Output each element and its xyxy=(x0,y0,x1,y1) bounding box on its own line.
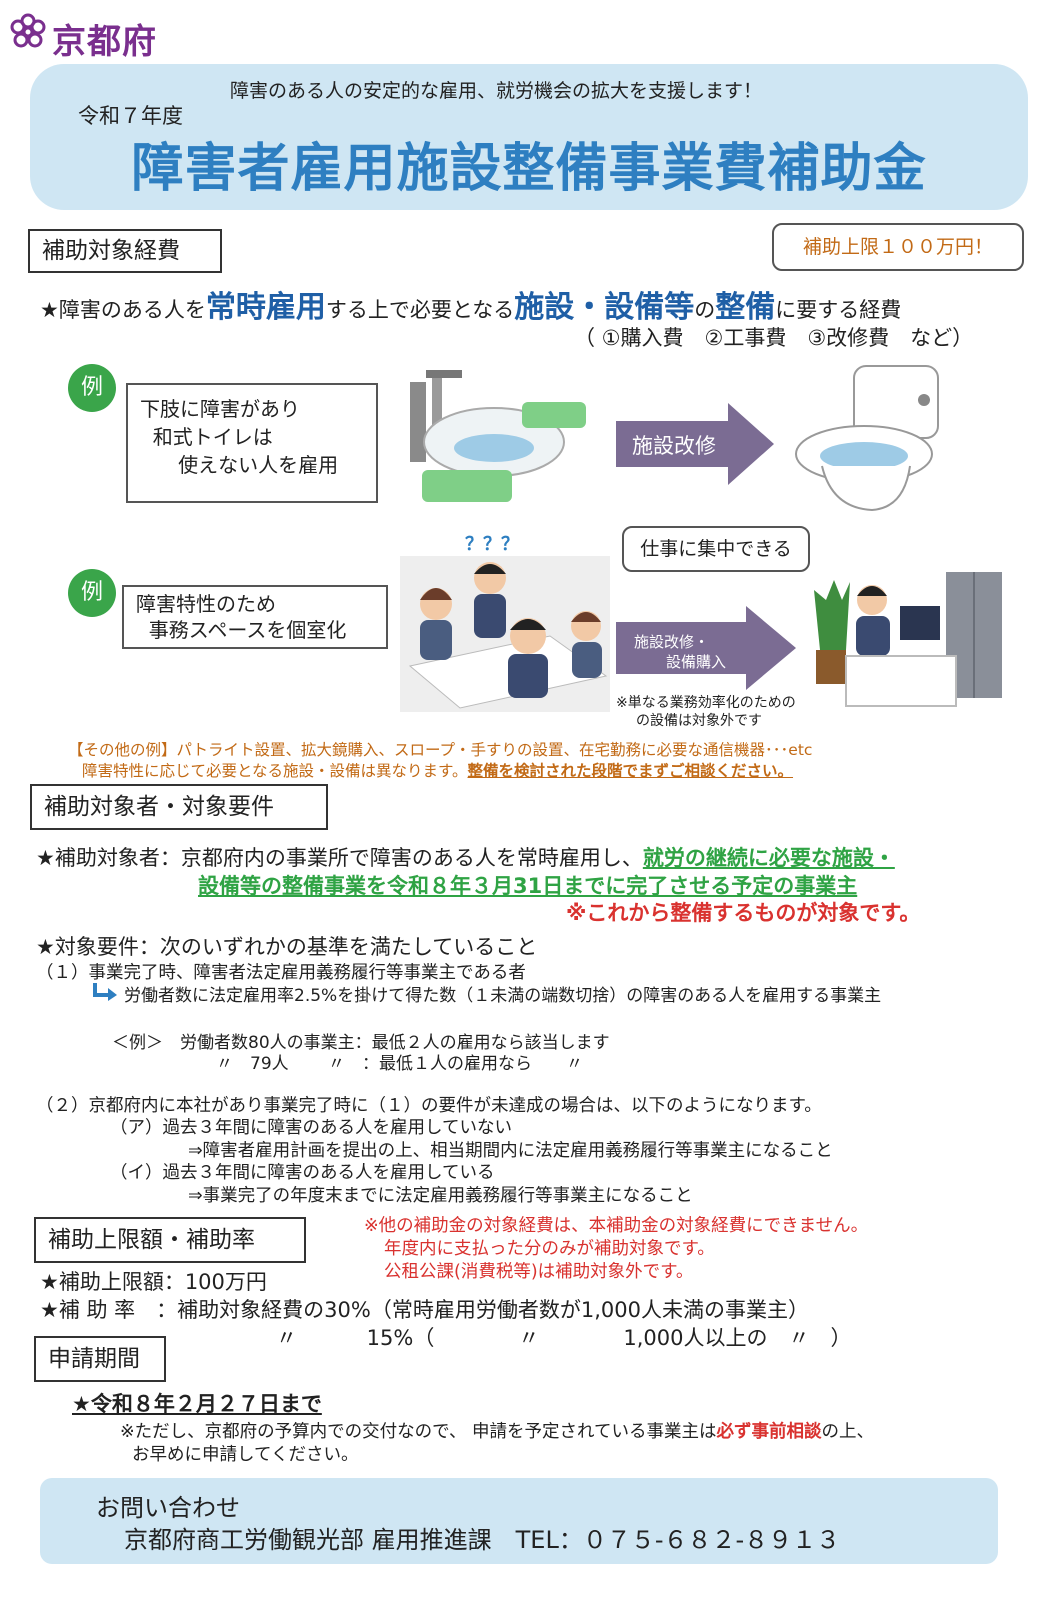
section-heading-period: 申請期間 xyxy=(34,1336,166,1382)
limit-note-2: 年度内に支払った分のみが補助対象です。 xyxy=(384,1239,715,1259)
speech-bubble: 仕事に集中できる xyxy=(622,526,810,572)
squat-toilet-illustration xyxy=(410,370,586,502)
requirement-1-detail: 労働者数に法定雇用率2.5%を掛けて得た数（１未満の端数切捨）の障害のある人を雇… xyxy=(124,986,882,1006)
requirements-title: ★対象要件：次のいずれかの基準を満たしていること xyxy=(36,935,538,959)
kyoto-crest-icon xyxy=(10,13,46,48)
private-office-illustration xyxy=(814,572,1002,707)
exclusion-note-1: ※単なる業務効率化のための xyxy=(616,695,796,711)
western-toilet-illustration xyxy=(795,365,939,512)
example-calc-1: ＜例＞ 労働者数80人の事業主：最低２人の雇用なら該当します xyxy=(112,1033,610,1053)
limit-bubble: 補助上限１００万円！ xyxy=(772,223,1024,271)
limit-note-1: ※他の補助金の対象経費は、本補助金の対象経費にできません。 xyxy=(364,1216,869,1236)
requirement-2b-detail: ⇒事業完了の年度末までに法定雇用義務履行等事業主になること xyxy=(188,1186,693,1206)
kyoto-logo xyxy=(8,12,48,52)
consult-link[interactable]: 整備を検討された段階でまずご相談ください。 xyxy=(467,762,794,780)
rate-line-2: 〃 15%（ 〃 1,000人以上の 〃 ） xyxy=(276,1326,852,1350)
limit-amount: ★補助上限額：100万円 xyxy=(40,1270,267,1294)
requirement-2b: （イ）過去３年間に障害のある人を雇用している xyxy=(110,1163,495,1183)
target-line-2: 設備等の整備事業を令和８年３月31日までに完了させる予定の事業主 xyxy=(198,874,858,898)
exclusion-note-2: の設備は対象外です xyxy=(636,713,762,729)
requirement-1: （１）事業完了時、障害者法定雇用義務履行等事業主である者 xyxy=(36,963,526,983)
example-badge-2: 例 xyxy=(68,569,116,617)
expense-description: ★障害のある人を常時雇用する上で必要となる施設・設備等の整備に要する経費 xyxy=(40,290,902,325)
other-examples: 【その他の例】パトライト設置、拡大鏡購入、スロープ・手すりの設置、在宅勤務に必要… xyxy=(68,741,813,759)
subtitle: 障害のある人の安定的な雇用、就労機会の拡大を支援します！ xyxy=(230,80,763,102)
section-heading-limit-rate: 補助上限額・補助率 xyxy=(34,1217,306,1263)
limit-bubble-text: 補助上限１００万円！ xyxy=(802,236,993,258)
arrow-label-2a: 施設改修・ xyxy=(634,633,710,651)
fiscal-year: 令和７年度 xyxy=(78,104,183,128)
contact-panel xyxy=(40,1478,998,1564)
target-red-note: ※これから整備するものが対象です。 xyxy=(566,901,921,925)
example-calc-2: 〃 79人 〃 ：最低１人の雇用なら 〃 xyxy=(216,1054,584,1074)
contact-department: 京都府商工労働観光部 雇用推進課 TEL：０７５-６８２-８９１３ xyxy=(124,1526,841,1554)
arrow-label-1: 施設改修 xyxy=(632,434,716,458)
deadline-note-1: ※ただし、京都府の予算内での交付なので、 申請を予定されている事業主は必ず事前相… xyxy=(120,1422,874,1442)
other-note: 障害特性に応じて必要となる施設・設備は異なります。整備を検討された段階でまずご相… xyxy=(82,762,794,780)
example-text-1: 下肢に障害があり 和式トイレは 使えない人を雇用 xyxy=(126,383,378,503)
example-badge-1: 例 xyxy=(68,364,116,412)
page-title: 障害者雇用施設整備事業費補助金 xyxy=(131,139,927,199)
rate-line-1: ★補 助 率 ：補助対象経費の30%（常時雇用労働者数が1,000人未満の事業主… xyxy=(40,1298,809,1322)
question-marks: ？？？ xyxy=(465,534,519,555)
arrow-renovation-2 xyxy=(616,606,796,690)
title-banner xyxy=(30,64,1028,210)
expense-items: （ ①購入費 ②工事費 ③改修費 など） xyxy=(574,326,974,350)
section-heading-expenses: 補助対象経費 xyxy=(28,229,222,273)
limit-note-3: 公租公課(消費税等)は補助対象外です。 xyxy=(384,1262,694,1282)
contact-title: お問い合わせ xyxy=(96,1494,240,1522)
speech-text: 仕事に集中できる xyxy=(640,538,792,560)
section-heading-eligibility: 補助対象者・対象要件 xyxy=(30,784,328,830)
requirement-2a: （ア）過去３年間に障害のある人を雇用していない xyxy=(110,1118,512,1138)
logo-text: 京都府 xyxy=(52,22,157,62)
requirement-2a-detail: ⇒障害者雇用計画を提出の上、相当期間内に法定雇用義務履行等事業主になること xyxy=(188,1141,833,1161)
example-text-2: 障害特性のため 事務スペースを個室化 xyxy=(122,585,388,649)
arrow-renovation-1 xyxy=(616,403,774,485)
deadline-note-2: お早めに申請してください。 xyxy=(132,1445,359,1465)
arrow-label-2b: 設備購入 xyxy=(666,653,727,671)
office-meeting-illustration xyxy=(400,556,610,712)
target-line-1: ★補助対象者：京都府内の事業所で障害のある人を常時雇用し、就労の継続に必要な施設… xyxy=(36,846,895,870)
arrow-return-icon xyxy=(92,981,118,1005)
requirement-2: （２）京都府内に本社があり事業完了時に（１）の要件が未達成の場合は、以下のように… xyxy=(36,1096,822,1116)
deadline: ★令和８年２月２７日まで xyxy=(72,1392,322,1416)
